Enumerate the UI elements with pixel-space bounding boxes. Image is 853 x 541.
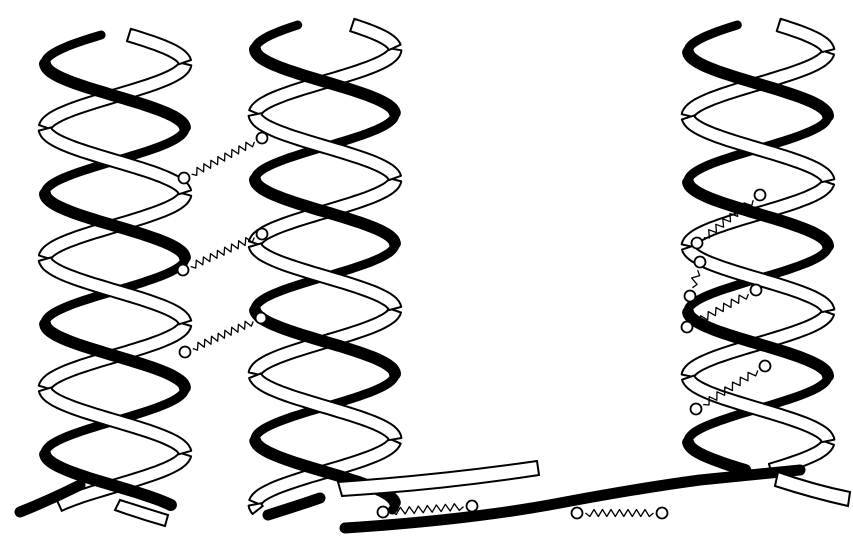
bead	[179, 173, 190, 184]
light-strand-front	[39, 257, 191, 324]
right-double-helix	[682, 19, 835, 476]
bead	[657, 508, 668, 519]
bead	[180, 347, 191, 358]
crosslinker	[572, 508, 668, 519]
bead	[257, 229, 268, 240]
light-strand-front	[350, 19, 400, 50]
dark-strand-front	[688, 443, 745, 470]
light-strand-tail	[775, 472, 850, 506]
bead	[695, 257, 706, 268]
dark-strand-tail	[268, 498, 320, 515]
light-strand-front	[249, 503, 263, 514]
spring-coil	[192, 142, 255, 176]
spring-coil	[392, 504, 464, 515]
light-strand-front	[39, 387, 191, 454]
light-strand-front	[777, 19, 835, 52]
bead	[760, 361, 771, 372]
bead	[257, 133, 268, 144]
bead	[755, 190, 766, 201]
light-single-strand	[338, 461, 539, 496]
light-strand-front	[249, 243, 401, 310]
bead	[691, 404, 702, 415]
bead	[178, 265, 189, 276]
bead	[682, 322, 693, 333]
light-strand-front	[127, 29, 191, 65]
bead	[467, 501, 478, 512]
light-strand-front	[249, 373, 401, 440]
bead	[378, 507, 389, 518]
bead	[256, 313, 267, 324]
light-strand-front	[682, 245, 834, 312]
dark-strand-back	[688, 25, 737, 51]
middle-double-helix	[249, 19, 402, 514]
spring-coil	[586, 510, 654, 517]
bead	[685, 291, 696, 302]
left-double-helix	[39, 29, 192, 511]
spring-coil	[191, 238, 255, 269]
light-strand-front	[249, 113, 401, 180]
light-strand-front	[682, 375, 834, 442]
dark-strand-back	[255, 25, 297, 47]
bead	[692, 238, 703, 249]
crosslinker	[180, 313, 267, 358]
dark-strand-back	[45, 35, 101, 62]
bead	[572, 508, 583, 519]
spring-coil	[692, 270, 700, 288]
bead	[751, 285, 762, 296]
spring-coil	[193, 321, 253, 350]
light-strand-front	[39, 127, 191, 194]
light-strand-front	[682, 115, 834, 182]
